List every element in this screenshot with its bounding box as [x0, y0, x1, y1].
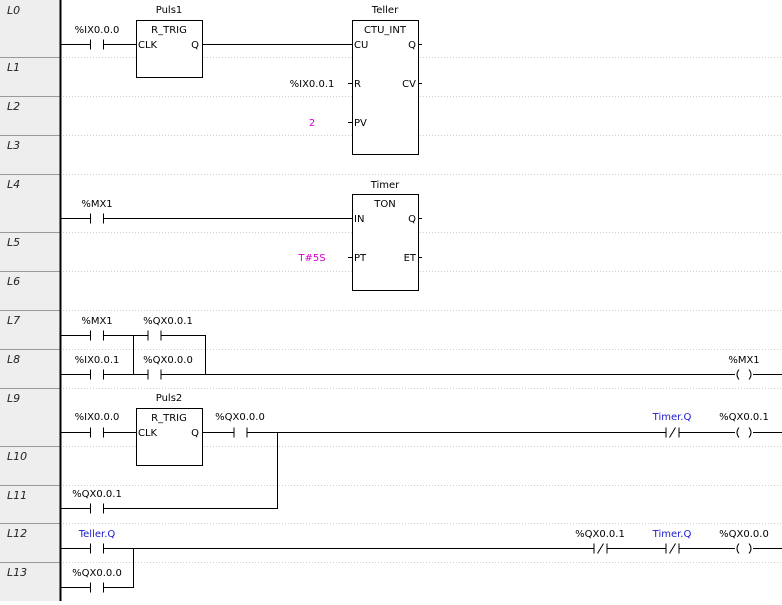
- contact-mx1-b[interactable]: [90, 330, 104, 341]
- contact-ix000-b[interactable]: [90, 427, 104, 438]
- coil-qx000[interactable]: [736, 543, 752, 554]
- row-label-l0: L0: [7, 4, 20, 17]
- contact-qx000-b[interactable]: [233, 427, 248, 438]
- row-label-column: [0, 0, 60, 601]
- teller-r-input-label: %IX0.0.1: [290, 79, 335, 90]
- row-grid: [0, 57, 782, 602]
- fb-puls1-type: R_TRIG: [151, 25, 187, 36]
- fb-puls1-pin-clk: CLK: [138, 40, 158, 51]
- row-label-l13: L13: [7, 566, 27, 579]
- fb-timer-pin-in: IN: [354, 214, 364, 225]
- contact-qx001-label: %QX0.0.1: [143, 316, 193, 327]
- element-labels: %IX0.0.0 %IX0.0.1 2 %MX1 T#5S %MX1 %QX0.…: [72, 25, 769, 579]
- fb-teller-pin-r: R: [354, 79, 361, 90]
- wires: [61, 44, 782, 588]
- contact-ix001-label: %IX0.0.1: [75, 355, 120, 366]
- contact-mx1-b-label: %MX1: [81, 316, 112, 327]
- contact-ix000-label: %IX0.0.0: [75, 25, 120, 36]
- row-label-l12: L12: [7, 527, 27, 540]
- contact-qx000[interactable]: [147, 369, 162, 380]
- row-label-l11: L11: [7, 489, 27, 502]
- row-label-l4: L4: [7, 178, 20, 191]
- row-label-l10: L10: [7, 450, 27, 463]
- contact-qx001-b[interactable]: [90, 503, 104, 514]
- row-label-l9: L9: [7, 392, 20, 405]
- contact-ix000[interactable]: [90, 39, 104, 50]
- contact-qx000-c-label: %QX0.0.0: [72, 568, 122, 579]
- fb-teller[interactable]: Teller CTU_INT CU Q R CV PV: [352, 5, 419, 155]
- fb-timer-pin-pt: PT: [354, 253, 367, 264]
- fb-timer[interactable]: Timer TON IN Q PT ET: [352, 180, 419, 291]
- contact-tellerq-label: Teller.Q: [78, 529, 116, 540]
- fb-timer-instance: Timer: [370, 180, 400, 191]
- row-label-l8: L8: [7, 353, 20, 366]
- fb-puls2-instance: Puls2: [156, 393, 183, 404]
- fb-teller-pin-cu: CU: [354, 40, 368, 51]
- row-label-l7: L7: [7, 314, 20, 327]
- fb-puls1-pin-q: Q: [191, 40, 199, 51]
- contact-qx001-b-label: %QX0.0.1: [72, 489, 122, 500]
- contact-qx001[interactable]: [147, 330, 162, 341]
- teller-pv-constant: 2: [309, 118, 315, 129]
- fb-puls2-pin-clk: CLK: [138, 428, 158, 439]
- contacts-and-coils: [90, 39, 752, 593]
- fb-timer-pin-q: Q: [408, 214, 416, 225]
- contact-timerq-b-label: Timer.Q: [652, 529, 692, 540]
- contact-mx1-label: %MX1: [81, 199, 112, 210]
- fb-puls1-instance: Puls1: [156, 5, 183, 16]
- contact-qx000-c[interactable]: [90, 582, 104, 593]
- row-label-l1: L1: [7, 61, 20, 74]
- fb-puls2[interactable]: Puls2 R_TRIG CLK Q: [136, 393, 203, 466]
- fb-puls1[interactable]: Puls1 R_TRIG CLK Q: [136, 5, 203, 78]
- row-label-l3: L3: [7, 139, 20, 152]
- coil-mx1-label: %MX1: [728, 355, 759, 366]
- contact-timerq-b-neg[interactable]: [665, 543, 680, 554]
- contact-mx1[interactable]: [90, 213, 104, 224]
- fb-teller-pin-cv: CV: [402, 79, 416, 90]
- fb-puls2-pin-q: Q: [191, 428, 199, 439]
- fb-teller-pin-q: Q: [408, 40, 416, 51]
- contact-qx000-b-label: %QX0.0.0: [215, 412, 265, 423]
- contact-qx001-c-neg[interactable]: [593, 543, 608, 554]
- coil-qx001[interactable]: [736, 427, 752, 438]
- fb-teller-pin-pv: PV: [354, 118, 367, 129]
- fb-puls2-type: R_TRIG: [151, 413, 187, 424]
- row-label-l5: L5: [7, 236, 20, 249]
- fb-timer-pin-et: ET: [404, 253, 417, 264]
- coil-qx000-label: %QX0.0.0: [719, 529, 769, 540]
- contact-qx001-c-label: %QX0.0.1: [575, 529, 625, 540]
- fb-teller-instance: Teller: [371, 5, 399, 16]
- row-label-l2: L2: [7, 100, 20, 113]
- contact-timerq-label: Timer.Q: [652, 412, 692, 423]
- contact-ix001[interactable]: [90, 369, 104, 380]
- row-label-l6: L6: [7, 275, 20, 288]
- fb-timer-type: TON: [373, 199, 395, 210]
- contact-tellerq[interactable]: [90, 543, 104, 554]
- contact-timerq-neg[interactable]: [665, 427, 680, 438]
- contact-qx000-label: %QX0.0.0: [143, 355, 193, 366]
- timer-pt-constant: T#5S: [297, 253, 325, 264]
- contact-ix000-b-label: %IX0.0.0: [75, 412, 120, 423]
- coil-qx001-label: %QX0.0.1: [719, 412, 769, 423]
- coil-mx1[interactable]: [736, 369, 752, 380]
- fb-teller-type: CTU_INT: [364, 25, 407, 36]
